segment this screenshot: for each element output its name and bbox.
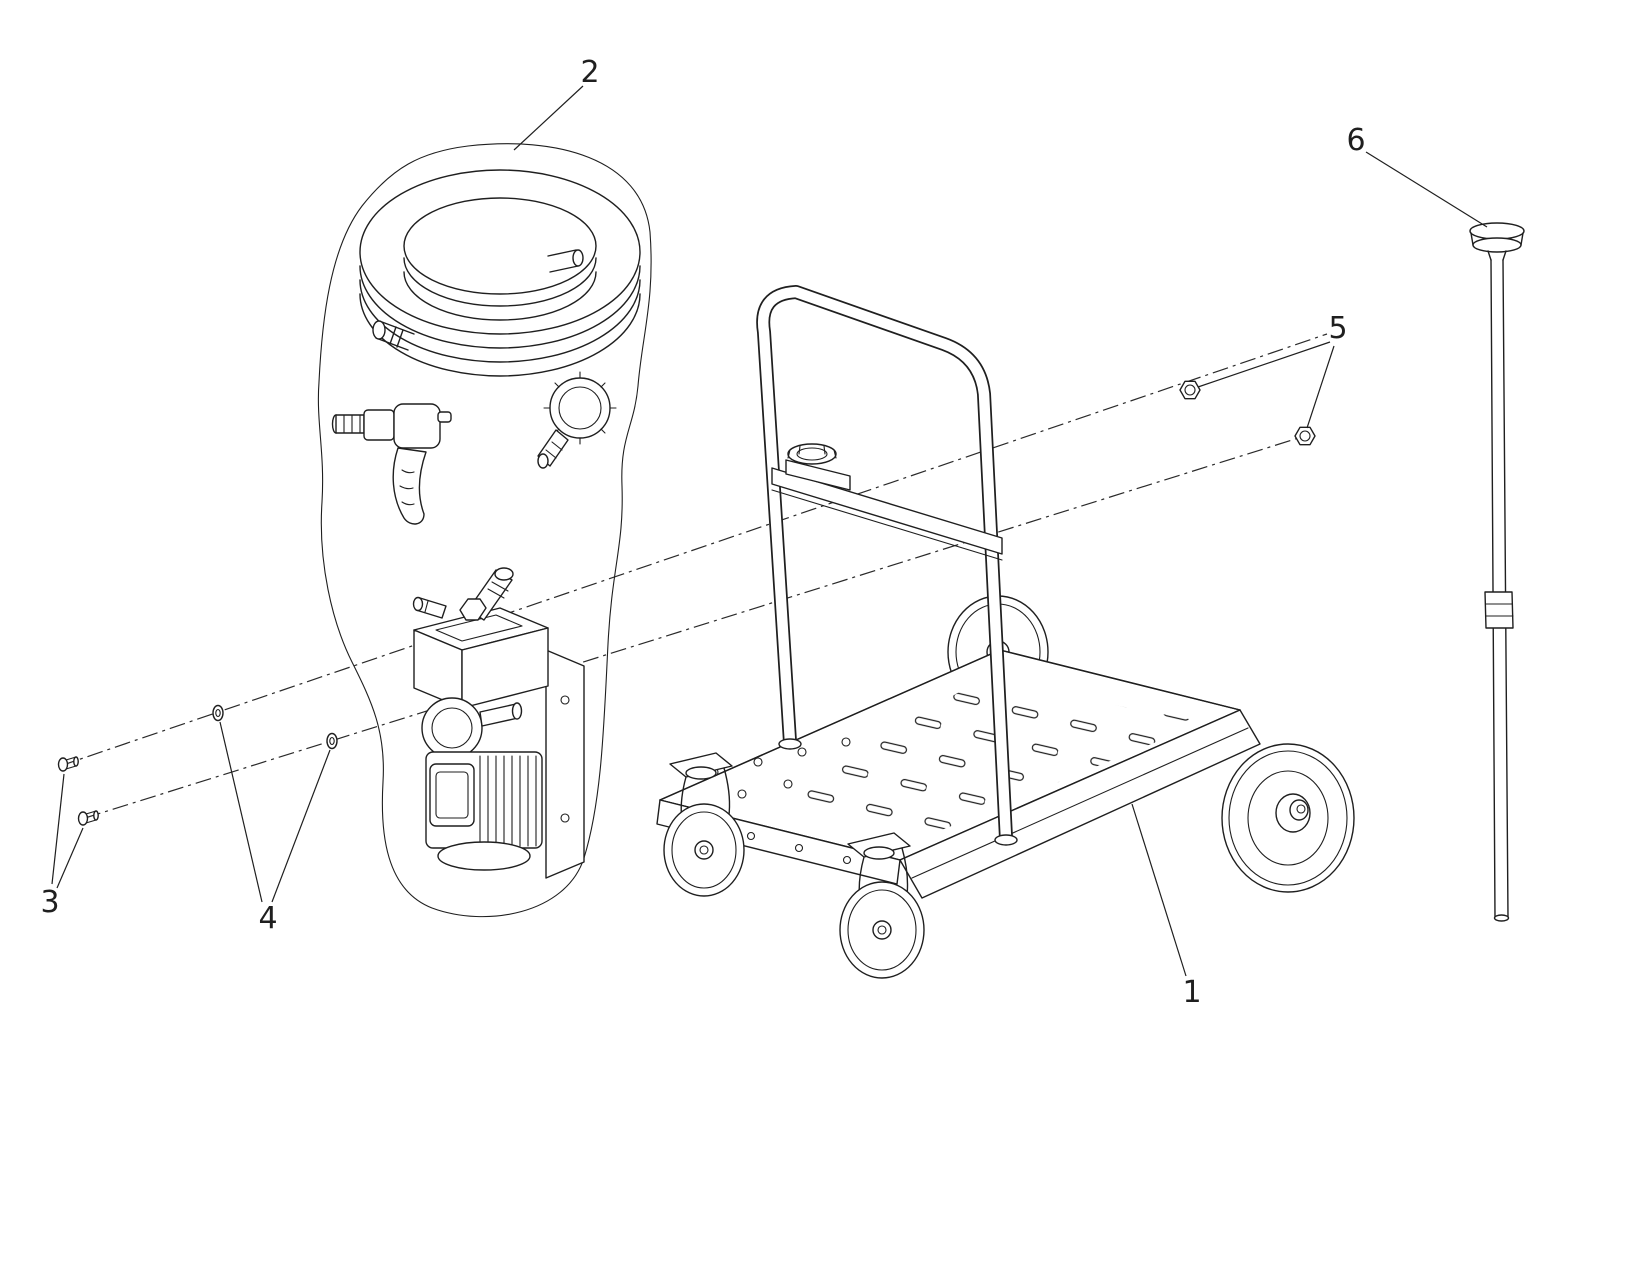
deck-perforations: [780, 680, 1205, 845]
handle-bar: [756, 285, 1018, 846]
nut-a: [1179, 380, 1201, 400]
callouts: 1 2 3 4 5 6: [40, 55, 1488, 1010]
screw-a: [57, 756, 79, 772]
pump-side-fitting: [412, 596, 447, 619]
handle-crossbar: [771, 467, 1003, 561]
front-left-caster: [663, 752, 745, 897]
front-middle-caster: [839, 832, 925, 979]
pump-mount-plate: [545, 649, 585, 879]
front-apron-panel: [899, 709, 1261, 899]
pump-motor: [425, 751, 543, 871]
callout-4: 4: [258, 901, 277, 936]
nut-b: [1294, 426, 1316, 446]
callout-5: 5: [1328, 311, 1347, 346]
washer-a: [212, 704, 224, 722]
hose-end-left: [372, 320, 415, 351]
assembly-center-lines: [59, 333, 1328, 819]
pump-assembly: [412, 567, 585, 879]
washer-b: [326, 732, 338, 750]
spray-gun: [331, 403, 452, 525]
pump-volute: [421, 697, 523, 759]
pump-inlet-fitting: [459, 567, 514, 621]
motor-base: [437, 841, 531, 871]
screw-b: [77, 810, 99, 826]
callout-2: 2: [580, 55, 599, 90]
hose-kit-outline: [317, 143, 652, 918]
callout-3: 3: [40, 885, 59, 920]
gun-trigger: [392, 447, 427, 525]
washers: [212, 704, 338, 750]
hose-end-right: [547, 249, 584, 273]
suction-tube: [1469, 222, 1525, 922]
callout-6: 6: [1346, 123, 1365, 158]
motor-junction-box: [429, 763, 475, 827]
tube-coupling: [1484, 591, 1514, 629]
screws: [57, 756, 99, 826]
callout-1: 1: [1182, 975, 1201, 1010]
hose-connector-knob: [537, 371, 617, 469]
rear-right-wheel: [1221, 743, 1355, 893]
nuts: [1179, 380, 1316, 446]
cart-assembly: [656, 285, 1355, 979]
hose-coil: [359, 169, 641, 377]
tank-filler-cap: [785, 443, 851, 491]
